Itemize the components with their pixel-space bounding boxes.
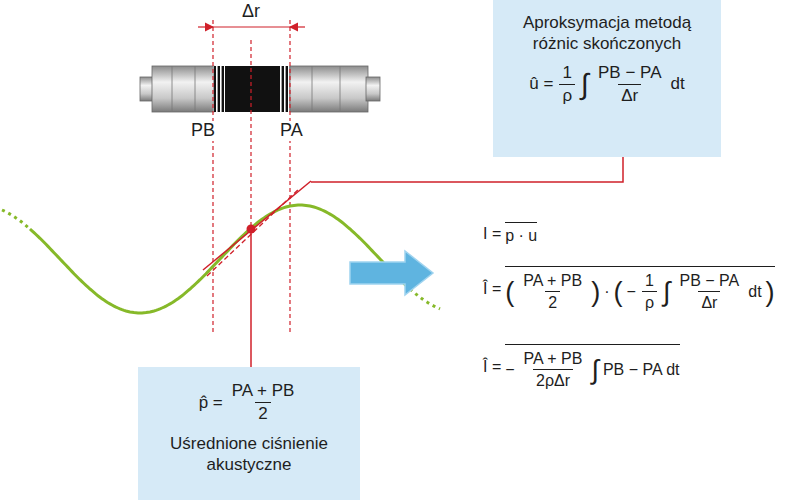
probe-seam: [195, 66, 196, 112]
measurement-point: [247, 225, 256, 234]
numerator: 1: [560, 63, 575, 84]
formula-block: Î =−PA + PB2ρΔr∫PB − PA dt: [483, 344, 680, 390]
probe-tip: [366, 77, 380, 101]
denominator: Δr: [698, 291, 720, 312]
numerator: PA + PB: [521, 349, 586, 369]
fraction: PA + PB2: [229, 381, 298, 425]
formula-symbol: (: [505, 278, 514, 305]
guide-line: [212, 20, 213, 335]
formula: I =p · u: [483, 222, 537, 245]
formula: Î =−PA + PB2ρΔr∫PB − PA dt: [483, 344, 680, 390]
formula: Î =(PA + PB2)·(−1ρ∫PB − PAΔrdt): [483, 266, 775, 312]
formula-symbol: ): [766, 278, 775, 305]
formula-symbol: ): [591, 278, 600, 305]
formula-term: Î =: [483, 280, 501, 298]
numerator: PA + PB: [229, 381, 298, 402]
formula-symbol: (: [614, 278, 623, 305]
numerator: 1: [642, 271, 657, 291]
leader-line: [250, 229, 252, 367]
formula-term: dt: [748, 283, 761, 301]
formula-term: dt: [670, 74, 684, 94]
guide-line: [250, 40, 251, 228]
average-bar: (PA + PB2)·(−1ρ∫PB − PAΔrdt): [505, 266, 774, 312]
formula-symbol: ∫: [581, 70, 589, 99]
leader-line: [311, 157, 623, 182]
dimension-line: [213, 26, 290, 27]
formula-term: −: [627, 283, 636, 301]
fraction: PB − PAΔr: [677, 271, 743, 312]
formula-line: p̂ = PA + PB2: [148, 381, 350, 425]
numerator: PB − PA: [677, 271, 743, 291]
pressure-label: PB: [189, 121, 217, 141]
formula-term: û =: [529, 74, 553, 94]
fraction: PB − PAΔr: [595, 63, 664, 107]
box-text: Aproksymacja metodą różnic skończonych: [503, 12, 711, 55]
formula-term: I =: [483, 225, 501, 243]
formula-symbol: ∫: [663, 278, 670, 305]
fraction: 1ρ: [559, 63, 575, 107]
probe-spacer: [213, 66, 291, 112]
formula-term: Î =: [483, 358, 501, 376]
callout-box: p̂ = PA + PB2Uśrednione ciśnienie akustyc…: [138, 367, 360, 500]
microphone-grille: [213, 66, 225, 112]
formula-line: û =1ρ∫PB − PAΔrdt: [503, 63, 711, 107]
formula-symbol: ∫: [591, 356, 598, 383]
formula-block: I =p · u: [483, 222, 537, 245]
callout-box: Aproksymacja metodą różnic skończonych û …: [493, 0, 721, 157]
fraction: PA + PB2ρΔr: [521, 349, 586, 390]
box-text: Uśrednione ciśnienie akustyczne: [148, 433, 350, 476]
denominator: 2: [545, 291, 560, 312]
formula-term: p̂ =: [199, 393, 223, 413]
result-arrow: [350, 251, 433, 295]
pressure-wave-dotted: [2, 210, 30, 229]
formula-term: ·: [604, 283, 609, 301]
probe-seam: [172, 66, 173, 112]
formula-term: PB − PA dt: [603, 361, 680, 379]
formula: û =1ρ∫PB − PAΔrdt: [529, 63, 684, 107]
denominator: ρ: [559, 84, 575, 106]
probe-body: [290, 66, 368, 112]
probe: [140, 66, 380, 112]
dimension-line: [198, 26, 213, 27]
formula: p̂ = PA + PB2: [199, 381, 300, 425]
formula-term: p · u: [505, 227, 537, 245]
guide-line: [289, 20, 290, 335]
dimension-label: Δr: [240, 2, 262, 22]
fraction: 1ρ: [642, 271, 657, 312]
formula-block: Î =(PA + PB2)·(−1ρ∫PB − PAΔrdt): [483, 266, 775, 312]
numerator: PA + PB: [520, 271, 585, 291]
average-bar: −PA + PB2ρΔr∫PB − PA dt: [505, 344, 679, 390]
microphone-grille: [279, 66, 291, 112]
secant-line: [207, 188, 300, 276]
denominator: 2ρΔr: [533, 369, 573, 390]
denominator: 2: [255, 402, 270, 424]
probe-seam: [312, 66, 313, 112]
probe-seam: [340, 66, 341, 112]
pressure-label: PA: [278, 121, 305, 141]
denominator: ρ: [642, 291, 657, 312]
average-bar: p · u: [505, 222, 537, 245]
tangent-line: [203, 181, 311, 270]
fraction: PA + PB2: [520, 271, 585, 312]
numerator: PB − PA: [595, 63, 664, 84]
pressure-wave: [30, 205, 410, 313]
probe-body: [152, 66, 214, 112]
dimension-line: [290, 26, 305, 27]
denominator: Δr: [618, 84, 641, 106]
formula-term: −: [505, 361, 514, 379]
pressure-wave-dotted: [410, 289, 440, 309]
